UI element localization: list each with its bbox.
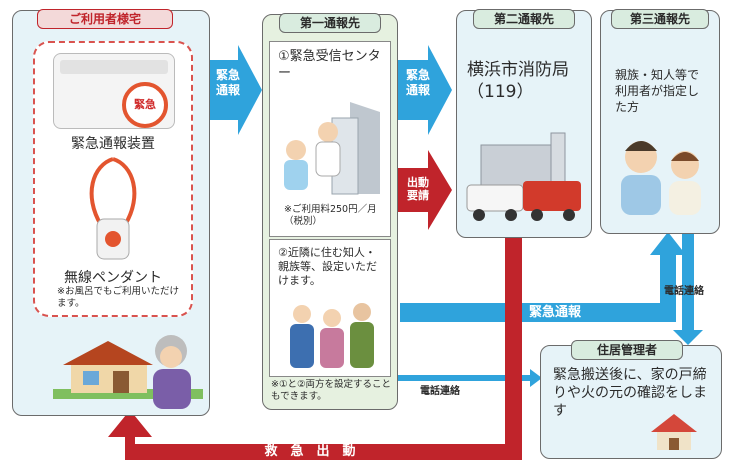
device-top-strip [60,60,168,74]
option1-panel: ①緊急受信センター ※ご利用料250円／月（税別） [269,41,391,237]
first-contact-header: 第一通報先 [279,13,381,33]
label-phone-contact-1: 電話連絡 [420,386,460,397]
housing-manager-text: 緊急搬送後に、家の戸締りや火の元の確認をします [553,367,707,419]
arrow-bottom-emergency-report [400,232,686,322]
family-illustration [621,141,701,215]
third-contact-text: 親族・知人等で利用者が指定した方 [615,68,700,114]
second-contact-box: 第二通報先 横浜市消防局（119） [456,9,592,238]
first-contact-box: 第一通報先 ①緊急受信センター ※ご利用料250円／月（税別） ②近隣に住む知人… [262,13,398,410]
housing-manager-header: 住居管理者 [571,340,683,360]
user-home-header: ご利用者様宅 [37,9,173,29]
call-center-illustration [284,102,380,195]
arrow-dispatch-request [398,150,452,230]
neighbors-illustration [290,303,374,368]
third-contact-header: 第三通報先 [611,9,709,29]
emergency-device: 緊急 [53,53,175,129]
label-dispatch-request: 出動要請 [407,176,429,202]
option2-text: ②近隣に住む知人・親族等、設定いただけます。 [278,246,377,287]
housing-manager-box: 住居管理者 緊急搬送後に、家の戸締りや火の元の確認をします [540,340,722,459]
pendant-note: ※お風呂でもご利用いただけます。 [57,286,179,309]
device-emergency-button: 緊急 [122,82,168,128]
device-dashed-frame: 緊急 緊急通報装置 無線ペンダント ※お風呂でもご利用いただけます。 [33,41,193,317]
label-emergency-report-bottom: 緊急通報 [528,305,581,320]
pendant-label: 無線ペンダント [64,270,162,286]
small-house-icon [651,414,697,450]
second-contact-header: 第二通報先 [473,9,575,29]
option1-note: ※ご利用料250円／月（税別） [284,204,377,227]
arrow-third-to-manager [673,232,703,345]
user-home-box: ご利用者様宅 緊急 緊急通報装置 無線ペンダント ※お風呂でもご利用いただけます… [12,9,210,416]
label-emergency-report-1: 緊急通報 [215,68,240,97]
fire-station-illustration [466,132,581,221]
label-emergency-report-2: 緊急通報 [405,68,430,97]
second-contact-title: 横浜市消防局（119） [467,60,569,102]
first-contact-footer-note: ※①と②両方を設定することもできます。 [271,379,391,402]
arrow-first-to-second [398,45,452,135]
option2-panel: ②近隣に住む知人・親族等、設定いただけます。 [269,239,391,377]
arrow-phone-to-manager [395,369,542,387]
arrow-home-to-first [208,45,262,135]
label-phone-contact-2: 電話連絡 [664,286,704,297]
option1-title: ①緊急受信センター [278,49,381,81]
third-contact-box: 第三通報先 親族・知人等で利用者が指定した方 [600,9,720,234]
pendant-icon [89,157,137,260]
label-ambulance-dispatch: 救 急 出 動 [264,444,356,459]
device-label: 緊急通報装置 [71,136,155,152]
house-grandma-illustration [53,335,203,409]
